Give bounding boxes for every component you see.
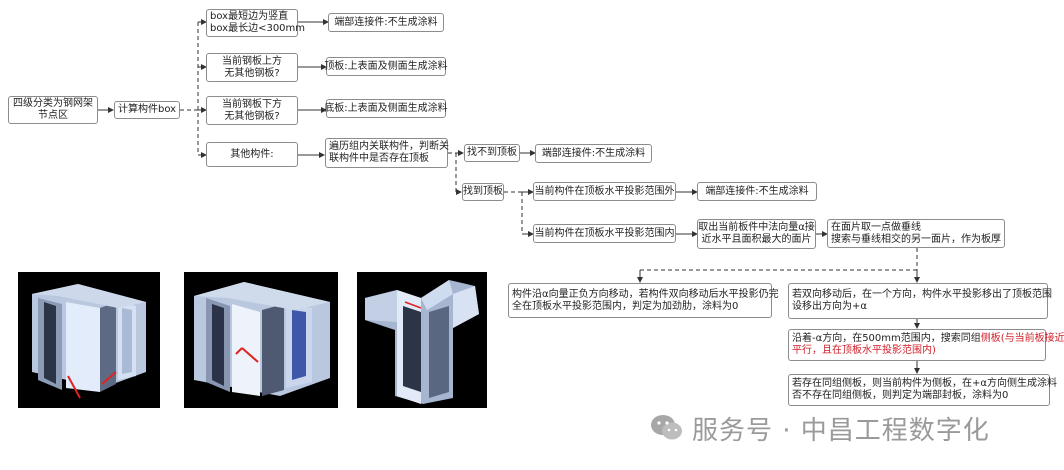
not-found-label: 找不到顶板 [467,147,517,158]
vertical-line-1: 在面片取一点做垂线 [831,221,921,233]
render-image-3 [357,272,487,408]
result-bottom-label: 底板:上表面及侧面生成涂料 [324,102,448,114]
root-node: 四级分类为钢网架节点区 [8,96,98,124]
found-label: 找到顶板 [463,186,503,197]
inside-label: 当前构件在顶板水平投影范围内 [534,227,675,239]
not-found-node: 找不到顶板 [464,144,520,162]
outside-label: 当前构件在顶板水平投影范围外 [534,185,675,197]
cond-bottom-node: 当前钢板下方无其他钢板? [206,96,298,125]
take-face-line-1: 取出当前板件中法向量α接 [698,222,815,233]
render-image-1 [18,272,160,408]
other-label: 其他构件: [230,148,274,160]
stiffener-line-2: 全在顶板水平投影范围内，判定为加劲肋，涂料为0 [512,300,739,312]
both-direction-node: 若双向移动后，在一个方向，构件水平投影移出了顶板范围设移出方向为+α [788,283,1052,319]
cond-bottom-line-1: 当前钢板下方 [222,98,282,110]
both-dir-line-1: 若双向移动后，在一个方向，构件水平投影移出了顶板范围 [792,289,1052,300]
search-side-plate-node: 沿着-α方向，在500mm范围内，搜索同组侧板(与当前板接近 平行，且在顶板水平… [788,329,1064,361]
root-line-2: 节点区 [38,110,68,121]
result-end-connector-1: 端部连接件:不生成涂料 [328,13,444,32]
result-end-2-label: 端部连接件:不生成涂料 [541,147,646,159]
cond-top-line-2: 无其他钢板? [224,67,280,79]
other-components-node: 其他构件: [206,142,298,167]
result-end-connector-2: 端部连接件:不生成涂料 [535,144,652,163]
calc-box-node: 计算构件box [114,101,180,119]
search-pre-text: 沿着-α方向，在500mm范围内，搜索同组 [792,333,981,344]
final-line-2: 否不存在同组侧板，则判定为端部封板，涂料为0 [792,390,1009,401]
take-face-line-2: 近水平且面积最大的面片 [701,234,812,245]
render-image-2 [184,272,338,408]
watermark: 服务号 · 中昌工程数字化 [650,408,990,448]
stiffener-node: 构件沿α向量正负方向移动，若构件双向移动后水平投影仍完全在顶板水平投影范围内，判… [508,283,779,318]
result-top-plate: 顶板:上表面及侧面生成涂料 [324,57,448,76]
cond-top-line-1: 当前钢板上方 [222,55,282,67]
root-line-1: 四级分类为钢网架 [13,98,93,109]
vertical-line-2: 搜索与垂线相交的另一面片，作为板厚 [831,233,1001,245]
result-end-1-label: 端部连接件:不生成涂料 [334,16,438,28]
cond-box-line-1: box最短边为竖直 [210,11,289,22]
final-line-1: 若存在同组侧板，则当前构件为侧板，在+α方向侧生成涂料 [792,378,1057,389]
traverse-line-2: 联构件中是否存在顶板 [329,153,429,164]
watermark-text: 服务号 · 中昌工程数字化 [692,415,990,446]
inside-node: 当前构件在顶板水平投影范围内 [533,224,676,243]
traverse-line-1: 遍历组内关联构件，判断关 [329,141,449,152]
stiffener-line-1: 构件沿α向量正负方向移动，若构件双向移动后水平投影仍完 [512,288,779,300]
result-end-3-label: 端部连接件:不生成涂料 [705,185,809,197]
result-bottom-plate: 底板:上表面及侧面生成涂料 [324,99,448,118]
result-top-label: 顶板:上表面及侧面生成涂料 [324,60,448,72]
search-red-text-2: 平行，且在顶板水平投影范围内) [792,345,936,356]
final-decision-node: 若存在同组侧板，则当前构件为侧板，在+α方向侧生成涂料否不存在同组侧板，则判定为… [788,374,1057,406]
search-red-text-1: 侧板(与当前板接近 [980,333,1064,344]
cond-box-line-2: box最长边<300mm [210,23,306,34]
result-end-connector-3: 端部连接件:不生成涂料 [697,182,817,201]
vertical-line-node: 在面片取一点做垂线搜索与垂线相交的另一面片，作为板厚 [827,219,1005,248]
calc-box-label: 计算构件box [117,104,177,115]
take-face-node: 取出当前板件中法向量α接近水平且面积最大的面片 [697,219,816,249]
both-dir-line-2: 设移出方向为+α [792,301,867,312]
wechat-icon [651,415,682,440]
traverse-node: 遍历组内关联构件，判断关联构件中是否存在顶板 [325,138,449,168]
cond-bottom-line-2: 无其他钢板? [224,110,280,122]
found-node: 找到顶板 [462,183,504,201]
outside-node: 当前构件在顶板水平投影范围外 [533,182,676,201]
cond-top-node: 当前钢板上方无其他钢板? [206,53,298,82]
